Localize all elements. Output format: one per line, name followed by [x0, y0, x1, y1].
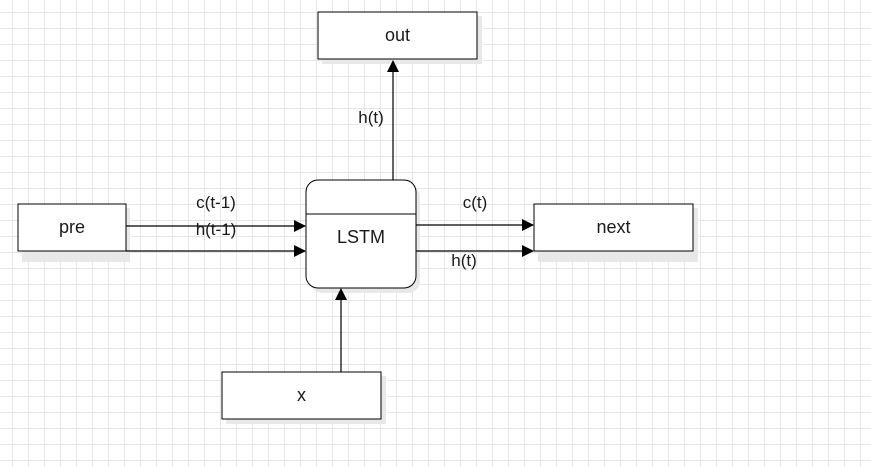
x-node[interactable]: x [221, 371, 382, 420]
lstm-node-label: LSTM [337, 227, 385, 247]
next-node[interactable]: next [533, 203, 694, 252]
edge-label-lstm-to-next-h: h(t) [451, 251, 477, 270]
edges [126, 60, 534, 372]
pre-node[interactable]: pre [17, 203, 127, 252]
out-node[interactable]: out [317, 11, 478, 60]
out-node-label: out [385, 25, 410, 45]
edge-label-lstm-to-out: h(t) [358, 108, 384, 127]
edge-label-pre-to-lstm-h: h(t-1) [196, 220, 237, 239]
pre-node-label: pre [59, 217, 85, 237]
edge-labels: h(t) c(t-1) h(t-1) c(t) h(t) [196, 108, 488, 270]
edge-label-pre-to-lstm-c: c(t-1) [196, 193, 236, 212]
lstm-node[interactable]: LSTM [305, 179, 417, 289]
edge-label-lstm-to-next-c: c(t) [463, 193, 488, 212]
x-node-label: x [297, 385, 306, 405]
next-node-label: next [596, 217, 630, 237]
